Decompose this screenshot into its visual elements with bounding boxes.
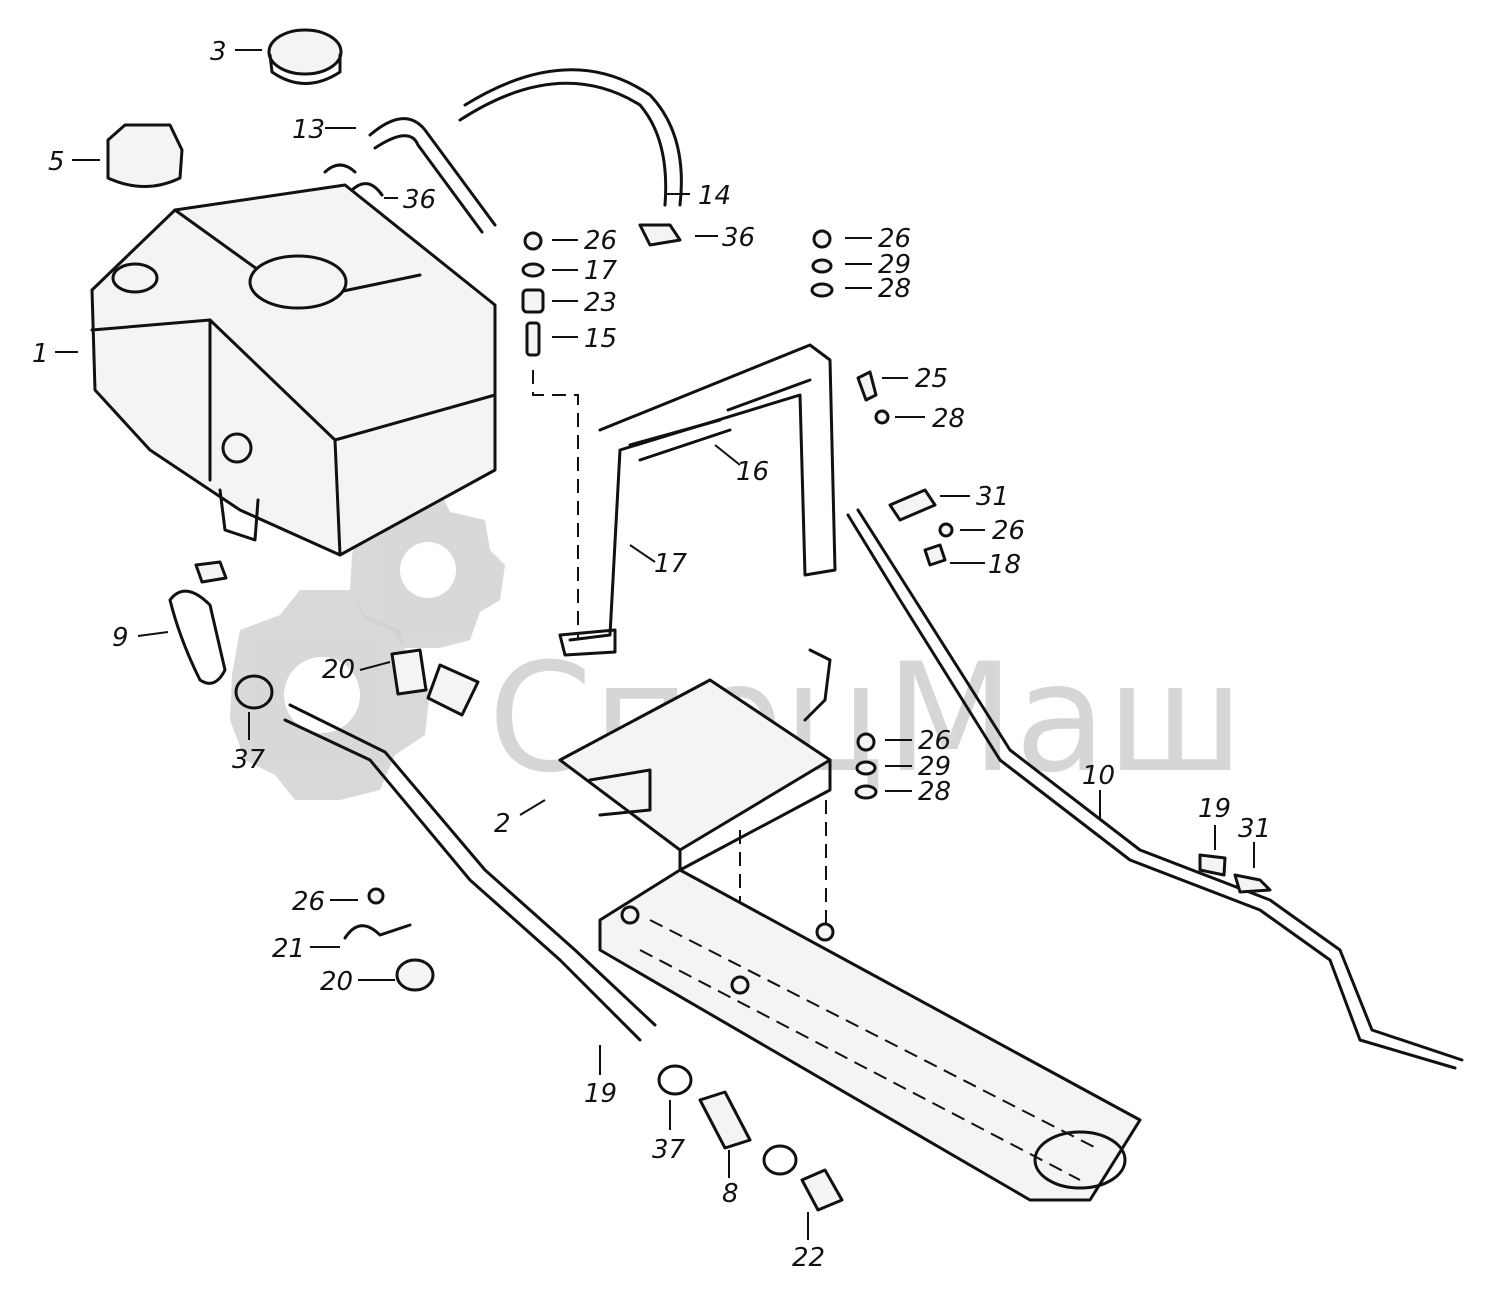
bolt-25 bbox=[856, 370, 890, 425]
callout-36-upper: 36 bbox=[403, 185, 436, 215]
callout-1: 1 bbox=[32, 339, 49, 369]
callout-2: 2 bbox=[494, 809, 511, 839]
callout-9: 9 bbox=[112, 623, 129, 653]
callout-29-a: 29 bbox=[878, 250, 911, 280]
hose-19 bbox=[283, 703, 657, 1042]
callouts: 3 5 13 1 14 36 26 17 23 15 36 26 29 28 2… bbox=[32, 37, 1271, 1273]
callout-22: 22 bbox=[792, 1243, 825, 1273]
gear-icon bbox=[230, 590, 430, 800]
callout-17-upper: 18 bbox=[988, 550, 1021, 580]
hose-11 bbox=[368, 117, 497, 234]
callout-23: 23 bbox=[584, 288, 617, 318]
callout-36-lower: 36 bbox=[722, 223, 755, 253]
callout-8: 8 bbox=[722, 1179, 739, 1209]
plates-18 bbox=[390, 648, 480, 717]
pipe-10 bbox=[846, 508, 1464, 1070]
callout-19: 19 bbox=[584, 1079, 617, 1109]
heater-body bbox=[598, 868, 1142, 1202]
callout-14: 16 bbox=[736, 457, 769, 487]
callout-28-b: 28 bbox=[932, 404, 965, 434]
callout-26-d: 26 bbox=[918, 726, 951, 756]
mount-plate-2 bbox=[558, 648, 832, 872]
callout-28-c: 28 bbox=[918, 777, 951, 807]
callout-11: 13 bbox=[292, 115, 325, 145]
callout-28-a: 28 bbox=[878, 274, 911, 304]
callout-37-lower: 37 bbox=[652, 1135, 686, 1165]
callout-15: 17 bbox=[584, 256, 618, 286]
callout-18: 20 bbox=[322, 655, 355, 685]
callout-16: 17 bbox=[654, 549, 688, 579]
tank-cap-3 bbox=[267, 28, 343, 85]
callout-26-e: 26 bbox=[292, 887, 325, 917]
callout-12: 14 bbox=[698, 181, 731, 211]
clamps-and-nozzles-lower bbox=[657, 853, 1272, 1212]
watermark: СпецМаш bbox=[230, 490, 1244, 806]
callout-25: 25 bbox=[915, 364, 948, 394]
leader-lines bbox=[55, 49, 1255, 1240]
hose-12 bbox=[458, 68, 683, 207]
expansion-tank bbox=[90, 183, 497, 557]
callout-37-upper: 37 bbox=[232, 745, 266, 775]
clip-31-upper bbox=[888, 488, 954, 567]
callout-26-a: 26 bbox=[584, 226, 617, 256]
callout-29-b: 29 bbox=[918, 752, 951, 782]
hose-9 bbox=[168, 560, 228, 685]
callout-31-upper: 31 bbox=[976, 482, 1009, 512]
callout-17-lower: 19 bbox=[1198, 794, 1231, 824]
callout-26-c: 26 bbox=[992, 516, 1025, 546]
callout-13: 15 bbox=[584, 324, 617, 354]
callout-26-b: 26 bbox=[878, 224, 911, 254]
fastener-stack-2 bbox=[810, 229, 834, 298]
clamp-21-20 bbox=[343, 887, 435, 992]
hose-clamps-36 bbox=[323, 163, 682, 247]
callout-21: 21 bbox=[272, 934, 305, 964]
callout-3: 3 bbox=[210, 37, 227, 67]
callout-20: 20 bbox=[320, 967, 353, 997]
tank-cap-5 bbox=[106, 123, 184, 188]
callout-5: 5 bbox=[48, 147, 65, 177]
callout-10: 10 bbox=[1082, 761, 1115, 791]
bracket-16 bbox=[558, 343, 837, 657]
callout-31-lower: 31 bbox=[1238, 814, 1271, 844]
fastener-stack-1 bbox=[521, 231, 579, 640]
clamp-37-upper bbox=[234, 674, 274, 710]
